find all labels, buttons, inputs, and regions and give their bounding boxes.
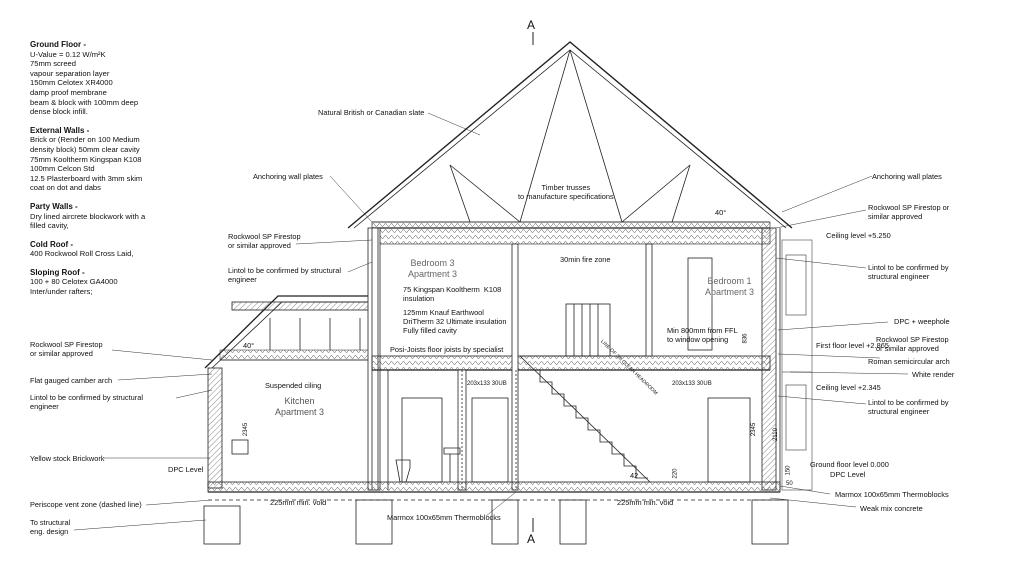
door: [401, 397, 443, 483]
first-floor: [371, 355, 771, 371]
spec-line: 75mm Kooltherm Kingspan K108: [30, 154, 142, 164]
specification-notes: Ground Floor - U-Value = 0.12 W/m²K 75mm…: [30, 40, 200, 306]
label-kooltherm: 75 Kingspan Kooltherm K108 insulation: [403, 285, 502, 303]
label-lintel-right-2: Lintol to be confirmed by structural eng…: [868, 398, 949, 416]
spec-line: Inter/under rafters;: [30, 287, 93, 297]
label-dimension: 220: [672, 468, 679, 479]
label-concrete: Weak mix concrete: [860, 504, 923, 513]
main-roof: [347, 41, 793, 245]
label-dimension: 2110: [772, 428, 779, 441]
spec-line: damp proof membrane: [30, 87, 107, 97]
label-angle: 40°: [715, 208, 727, 217]
label-dimension: 836: [742, 333, 749, 344]
spec-line: 75mm screed: [30, 59, 77, 69]
door: [471, 397, 509, 483]
spec-line: U-Value = 0.12 W/m²K: [30, 49, 106, 59]
label-dimension: 50: [786, 481, 793, 487]
label-foundation: To structural eng. design: [30, 518, 71, 536]
label-firestop-2: Rockwool SP Firestop or similar approved: [30, 340, 103, 358]
label-ceiling-lower: Ceiling level +2.345: [816, 383, 881, 392]
label-marmox-right: Marmox 100x65mm Thermoblocks: [835, 490, 949, 499]
label-angle: 42: [630, 471, 639, 480]
spec-external-walls: External Walls - Brick or (Render on 100…: [30, 126, 200, 193]
door: [707, 397, 751, 483]
label-ground-floor: Ground floor level 0.000: [810, 460, 889, 469]
label-dimension: 2345: [243, 422, 250, 437]
spec-line: 150mm Celotex XR4000: [30, 78, 113, 88]
section-marker-bottom: A: [527, 532, 536, 546]
label-fire-zone: 30min fire zone: [560, 255, 611, 264]
label-ceiling-upper: Ceiling level +5.250: [826, 231, 891, 240]
door: [687, 257, 713, 351]
label-void: 225mm min. void: [270, 498, 327, 507]
label-steel-beam: 203x133 30UB: [467, 381, 507, 387]
label-marmox-center: Marmox 100x65mm Thermoblocks: [387, 513, 501, 522]
spec-line: 12.5 Plasterboard with 3mm skim: [30, 173, 143, 183]
spec-line: Brick or (Render on 100 Medium: [30, 135, 140, 145]
label-dpc-right: DPC Level: [830, 470, 866, 479]
label-angle: 40°: [243, 341, 255, 350]
spec-ground-floor: Ground Floor - U-Value = 0.12 W/m²K 75mm…: [30, 40, 200, 117]
label-firestop-right-2: Rockwool SP Firestop or similar approved: [876, 335, 949, 353]
label-posijoists: Posi-Joists floor joists by specialist: [390, 345, 504, 354]
label-wall-plates-right: Anchoring wall plates: [872, 172, 942, 181]
label-trusses: Timber trusses to manufacture specificat…: [518, 183, 614, 201]
spec-title: Party Walls -: [30, 201, 78, 211]
leader-lines: [73, 112, 909, 531]
spec-line: Dry lined aircrete blockwork with a: [30, 211, 146, 221]
spec-line: 400 Rockwool Roll Cross Laid,: [30, 249, 134, 259]
spec-title: External Walls -: [30, 125, 90, 135]
label-firestop: Rockwool SP Firestop or similar approved: [228, 232, 301, 250]
label-void: 225mm min. void: [617, 498, 674, 507]
spec-line: beam & block with 100mm deep: [30, 97, 139, 107]
spec-line: dense block infill.: [30, 107, 88, 117]
label-firestop-right: Rockwool SP Firestop or similar approved: [868, 203, 950, 221]
label-wall-plates-left: Anchoring wall plates: [253, 172, 323, 181]
label-kitchen: Kitchen Apartment 3: [275, 396, 325, 417]
label-lintel: Lintol to be confirmed by structural eng…: [228, 266, 341, 284]
label-lintel-2: Lintol to be confirmed by structural eng…: [30, 393, 143, 411]
spec-sloping-roof: Sloping Roof - 100 + 80 Celotex GA4000 I…: [30, 268, 200, 297]
label-dimension: 2345: [751, 422, 758, 437]
label-white-render: White render: [912, 370, 955, 379]
spec-line: 100 + 80 Celotex GA4000: [30, 277, 118, 287]
spec-line: density block) 50mm clear cavity: [30, 144, 140, 154]
label-first-floor: First floor level +2.865: [816, 341, 889, 350]
spec-line: filled cavity,: [30, 221, 69, 231]
spec-line: 100mm Celcon Std: [30, 164, 95, 174]
label-steel-beam: 203x133 30UB: [672, 381, 712, 387]
stair: [519, 303, 651, 483]
sink: [231, 439, 249, 455]
ground-floor-slab: [207, 481, 781, 501]
spec-title: Cold Roof -: [30, 239, 74, 249]
label-brickwork: Yellow stock Brickwork: [30, 454, 105, 463]
spec-title: Sloping Roof -: [30, 267, 85, 277]
spec-cold-roof: Cold Roof - 400 Rockwool Roll Cross Laid…: [30, 240, 200, 259]
section-marker-top: A: [527, 18, 536, 32]
label-bedroom-3: Bedroom 3 Apartment 3: [408, 258, 458, 279]
label-knauf: 125mm Knauf Earthwool DriTherm 32 Ultima…: [403, 308, 507, 335]
label-dpc-left: DPC Level: [168, 465, 204, 474]
spec-title: Ground Floor -: [30, 40, 86, 49]
label-min-ffl: Min 800mm from FFL to window opening: [667, 326, 738, 344]
label-dpc-weephole: DPC + weephole: [894, 317, 950, 326]
toilet: [395, 459, 411, 483]
label-slate: Natural British or Canadian slate: [318, 108, 425, 117]
basin: [443, 447, 461, 482]
spec-party-walls: Party Walls - Dry lined aircrete blockwo…: [30, 202, 200, 231]
label-suspended: Suspended ciling: [265, 381, 322, 390]
label-bedroom-1: Bedroom 1 Apartment 3: [705, 276, 755, 297]
label-roman-arch: Roman semicircular arch: [868, 357, 950, 366]
foundations: [203, 499, 789, 545]
spec-line: coat on dot and dabs: [30, 183, 101, 193]
label-camber-arch: Flat gauged camber arch: [30, 376, 113, 385]
label-dimension: 150: [785, 465, 792, 476]
spec-line: vapour separation layer: [30, 68, 110, 78]
label-periscope: Periscope vent zone (dashed line): [30, 500, 142, 509]
lean-to-roof: [204, 295, 373, 369]
label-lintel-right: Lintol to be confirmed by structural eng…: [868, 263, 949, 281]
